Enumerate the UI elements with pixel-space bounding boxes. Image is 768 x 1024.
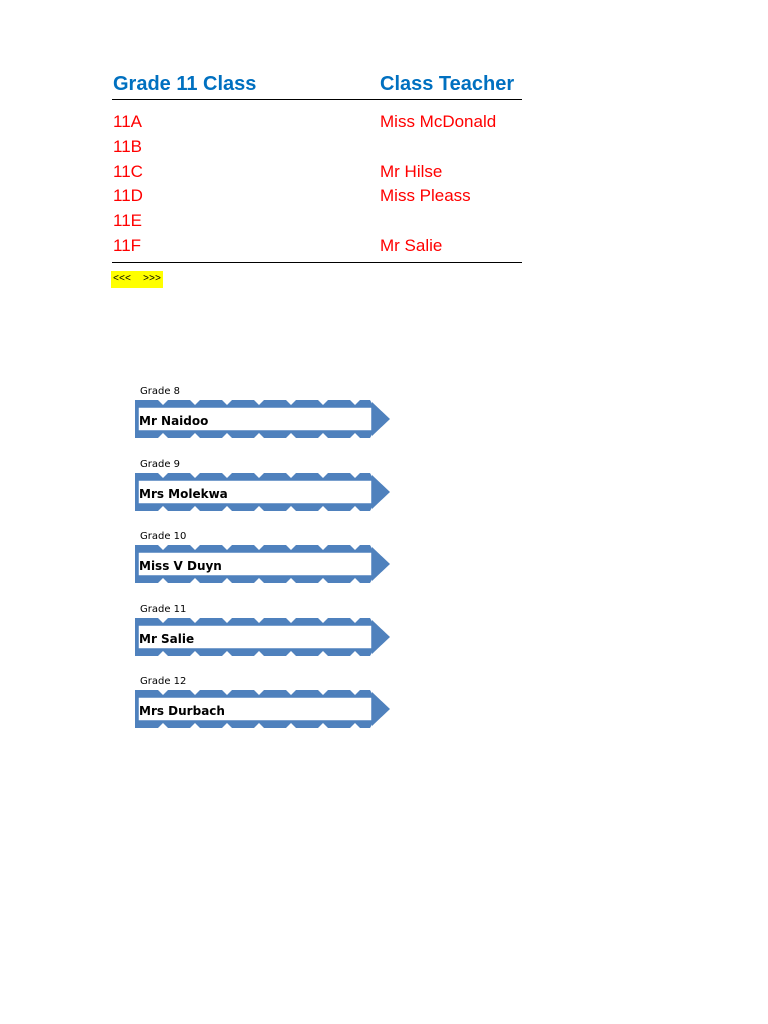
grade-label: Grade 10 — [140, 531, 187, 542]
grade-label: Grade 11 — [140, 603, 187, 615]
table-row: 11E — [112, 210, 522, 235]
grade-card: Grade 11 Mr Salie — [134, 602, 394, 675]
class-cell: 11A — [113, 112, 142, 131]
table-body: 11A Miss McDonald 11B 11C Mr Hilse 11D M… — [112, 100, 522, 263]
grade-label: Grade 9 — [140, 458, 181, 470]
grade-teacher-name: Mrs Durbach — [139, 704, 225, 718]
grade-head-list: Grade 8 Mr Naidoo Grade 9 Mrs Molekwa Gr… — [134, 384, 394, 747]
class-cell: 11B — [113, 136, 142, 156]
grade-teacher-name: Miss V Duyn — [139, 559, 222, 573]
grade-label: Grade 8 — [140, 386, 181, 397]
grade-card: Grade 8 Mr Naidoo — [134, 384, 394, 457]
class-cell: 11F — [113, 235, 142, 255]
arrow-banner-shape — [135, 472, 392, 511]
column-header-teacher: Class Teacher — [380, 73, 515, 95]
class-cell: 11C — [113, 161, 143, 181]
arrow-banner-shape — [135, 400, 392, 438]
arrow-banner-shape — [135, 617, 392, 656]
table-row: 11B — [112, 136, 522, 161]
teacher-cell: Mr Hilse — [380, 161, 443, 181]
table-row: 11D Miss Pleass — [112, 185, 522, 210]
grade-teacher-name: Mr Naidoo — [139, 414, 209, 428]
table-row: 11C Mr Hilse — [112, 161, 522, 186]
prev-next-nav-link[interactable]: <<< >>> — [111, 271, 164, 288]
grade-card: Grade 9 Mrs Molekwa — [134, 457, 394, 530]
teacher-cell: Miss Pleass — [380, 186, 471, 206]
table-header: Grade 11 Class Class Teacher — [112, 70, 522, 100]
grade-teacher-name: Mr Salie — [139, 631, 195, 646]
teacher-cell: Mr Salie — [380, 235, 443, 255]
table-row: 11A Miss McDonald — [112, 111, 522, 136]
arrow-banner-shape — [135, 545, 392, 583]
teacher-cell: Miss McDonald — [380, 112, 497, 131]
arrow-banner-shape — [135, 690, 392, 728]
class-cell: 11E — [113, 211, 142, 231]
grade-11-class-table: Grade 11 Class Class Teacher 11A Miss Mc… — [112, 70, 522, 263]
grade-label: Grade 12 — [140, 676, 187, 687]
column-header-class: Grade 11 Class — [113, 73, 257, 95]
grade-card: Grade 10 Miss V Duyn — [134, 529, 394, 602]
class-cell: 11D — [113, 186, 143, 206]
table-row: 11F Mr Salie — [112, 235, 522, 260]
grade-teacher-name: Mrs Molekwa — [139, 486, 228, 501]
grade-card: Grade 12 Mrs Durbach — [134, 674, 394, 747]
